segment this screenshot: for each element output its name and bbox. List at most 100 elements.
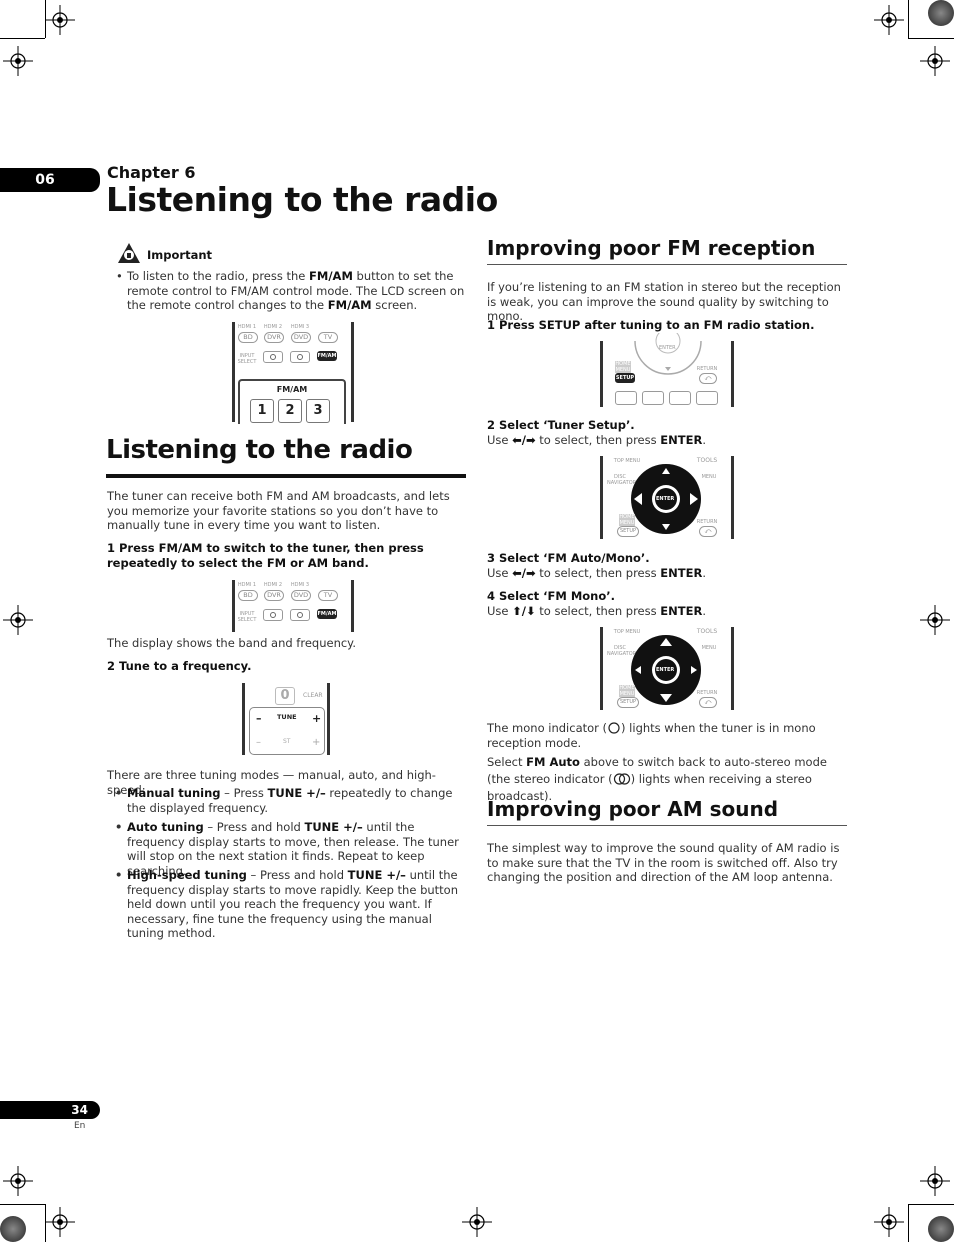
crop-line: [908, 1204, 909, 1242]
dvd-button[interactable]: DVD: [291, 332, 311, 343]
fmam-button[interactable]: FM/AM: [317, 609, 337, 619]
dpad-partial-icon: [634, 333, 702, 375]
dvd-button[interactable]: DVD: [291, 590, 311, 601]
clear-button[interactable]: CLEAR: [303, 692, 323, 699]
registration-mark-icon: [45, 1207, 75, 1237]
return-label: RETURN: [696, 366, 718, 372]
fm-step-3-detail: Use ⬅/➡ to select, then press ENTER.: [487, 566, 706, 580]
tools-label: TOOLS: [696, 628, 718, 635]
tune-plus[interactable]: +: [312, 712, 322, 725]
crop-line: [908, 38, 954, 39]
bullet-dot: •: [115, 868, 123, 882]
registration-mark-icon: [920, 1166, 950, 1196]
stereo-indicator-icon: [613, 773, 630, 785]
dvr-button[interactable]: DVR: [264, 590, 284, 601]
power-icon[interactable]: [263, 351, 283, 363]
setup-button[interactable]: SETUP: [617, 526, 639, 537]
remote-illustration-dpad-ud: TOP MENU TOOLS DISC NAVIGATOR MENU ENTER…: [600, 627, 734, 710]
bullet-dot: •: [116, 269, 123, 283]
tv-button[interactable]: TV: [318, 590, 338, 601]
hdmi2-label: HDMI 2: [263, 582, 283, 588]
enter-label[interactable]: ENTER: [659, 345, 676, 351]
hdmi2-label: HDMI 2: [263, 324, 283, 330]
text-run: – Press and hold: [203, 820, 305, 834]
return-label: RETURN: [696, 519, 718, 525]
chapter-label: Chapter 6: [107, 163, 196, 182]
fm-step-2: 2 Select ‘Tuner Setup’.: [487, 418, 635, 432]
power-icon[interactable]: [263, 609, 283, 621]
mode-high-speed: •High-speed tuning – Press and hold TUNE…: [115, 868, 467, 941]
fm-step-2-detail: Use ⬅/➡ to select, then press ENTER.: [487, 433, 706, 447]
power-icon[interactable]: [290, 351, 310, 363]
enter-label[interactable]: ENTER: [656, 496, 675, 502]
color-button[interactable]: [669, 391, 691, 405]
fm-reception-rule: [487, 264, 847, 265]
crop-line: [45, 1204, 46, 1242]
enter-label[interactable]: ENTER: [656, 667, 675, 673]
section-title-rule: [106, 474, 466, 478]
menu-label: MENU: [701, 645, 717, 651]
page-number-tab: 34: [0, 1101, 100, 1119]
text-run: until the frequency display starts to mo…: [127, 820, 459, 878]
dpad-left-right-icon[interactable]: [629, 462, 703, 536]
registration-mark-icon: [3, 1166, 33, 1196]
bold-run: Auto tuning: [127, 820, 204, 834]
setup-button[interactable]: SETUP: [617, 697, 639, 708]
key-1[interactable]: 1: [250, 399, 274, 423]
chapter-tab: 06: [0, 168, 100, 192]
fm-step-3: 3 Select ‘FM Auto/Mono’.: [487, 551, 650, 565]
setup-button[interactable]: SETUP: [615, 373, 635, 383]
tune-minus[interactable]: –: [256, 712, 262, 725]
left-right-arrow-icon: ⬅/➡: [512, 566, 536, 580]
step-1: 1 Press FM/AM to switch to the tuner, th…: [107, 541, 424, 570]
crop-line: [908, 0, 909, 38]
tune-rocker[interactable]: – TUNE + – ST +: [249, 707, 325, 755]
text-run: until the frequency display starts to mo…: [127, 868, 459, 940]
important-bullet: • To listen to the radio, press the FM/A…: [116, 269, 467, 313]
tv-button[interactable]: TV: [318, 332, 338, 343]
st-minus[interactable]: –: [256, 737, 261, 748]
am-paragraph: The simplest way to improve the sound qu…: [487, 841, 840, 884]
key-2[interactable]: 2: [278, 399, 302, 423]
section-title: Listening to the radio: [106, 435, 413, 465]
fmam-button[interactable]: FM/AM: [317, 351, 337, 361]
fm-step-4-detail: Use ⬆/⬇ to select, then press ENTER.: [487, 604, 706, 618]
return-button[interactable]: ⤺: [699, 526, 717, 537]
remote-illustration-dpad-lr: TOP MENU TOOLS DISC NAVIGATOR MENU ENTER…: [600, 456, 734, 539]
hdmi3-label: HDMI 3: [290, 324, 310, 330]
bd-button[interactable]: BD: [238, 590, 258, 601]
color-button[interactable]: [642, 391, 664, 405]
text-run: screen.: [371, 298, 418, 312]
remote-illustration-setup: ENTER HOME MENU SETUP RETURN ⤺: [600, 333, 734, 407]
display-note: The display shows the band and frequency…: [107, 636, 357, 650]
bd-button[interactable]: BD: [238, 332, 258, 343]
key-0[interactable]: 0: [275, 687, 295, 705]
home-menu-label: HOME MENU: [619, 685, 635, 697]
disc-navigator-label: DISC NAVIGATOR: [607, 474, 637, 486]
disc-navigator-label: DISC NAVIGATOR: [607, 645, 637, 657]
registration-mark-icon: [45, 5, 75, 35]
warning-icon: [118, 243, 140, 263]
return-button[interactable]: ⤺: [699, 373, 717, 384]
color-button[interactable]: [696, 391, 718, 405]
bold-run: TUNE +/–: [304, 820, 363, 834]
bold-run: TUNE +/–: [347, 868, 406, 882]
key-3[interactable]: 3: [306, 399, 330, 423]
fm-step-4: 4 Select ‘FM Mono’.: [487, 589, 615, 603]
return-button[interactable]: ⤺: [699, 697, 717, 708]
bold-run: Manual tuning: [127, 786, 221, 800]
tune-label: TUNE: [277, 713, 297, 721]
dvr-button[interactable]: DVR: [264, 332, 284, 343]
fm-auto-note: Select FM Auto above to switch back to a…: [487, 755, 827, 803]
dpad-up-down-icon[interactable]: [629, 633, 703, 707]
text-run: – Press and hold: [246, 868, 348, 882]
power-icon[interactable]: [290, 609, 310, 621]
st-plus[interactable]: +: [312, 737, 321, 748]
registration-mark-icon: [3, 46, 33, 76]
text-run: repeatedly to change the displayed frequ…: [127, 786, 453, 815]
registration-mark-icon: [462, 1207, 492, 1237]
color-bar-disc: [928, 1216, 954, 1242]
color-button[interactable]: [615, 391, 637, 405]
registration-mark-icon: [874, 5, 904, 35]
fm-step-1: 1 Press SETUP after tuning to an FM radi…: [487, 318, 815, 332]
